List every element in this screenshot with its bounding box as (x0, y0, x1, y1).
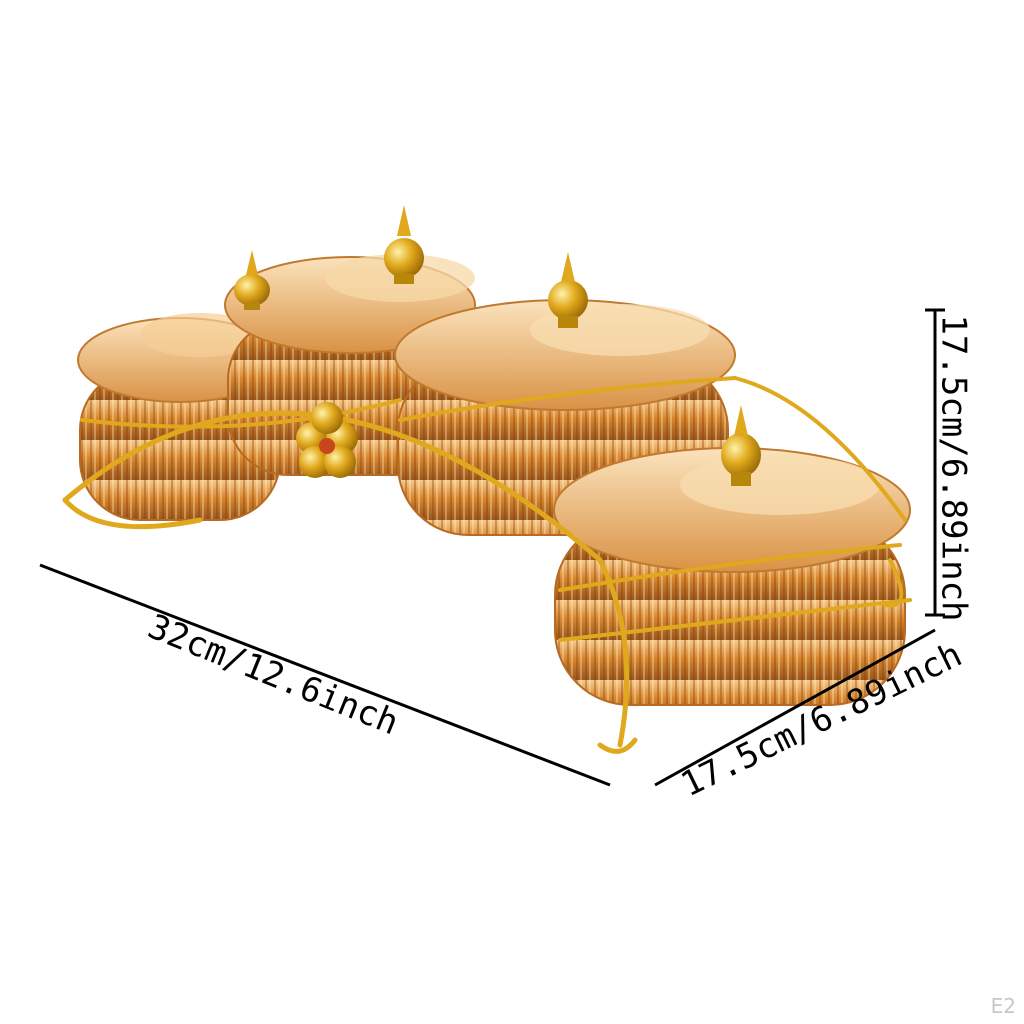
bowl-front-right (553, 447, 911, 706)
finial-3 (548, 252, 588, 328)
dim-depth-line (654, 628, 936, 787)
height-dimension-label: 17.5cm/6.89inch (933, 314, 974, 622)
finial-4 (721, 405, 761, 486)
watermark: E2 (990, 994, 1016, 1018)
flower-ornament (296, 402, 358, 478)
gold-stand (62, 376, 912, 754)
dim-width-line (39, 563, 611, 787)
finial-1 (234, 250, 270, 310)
finial-2 (384, 205, 424, 284)
